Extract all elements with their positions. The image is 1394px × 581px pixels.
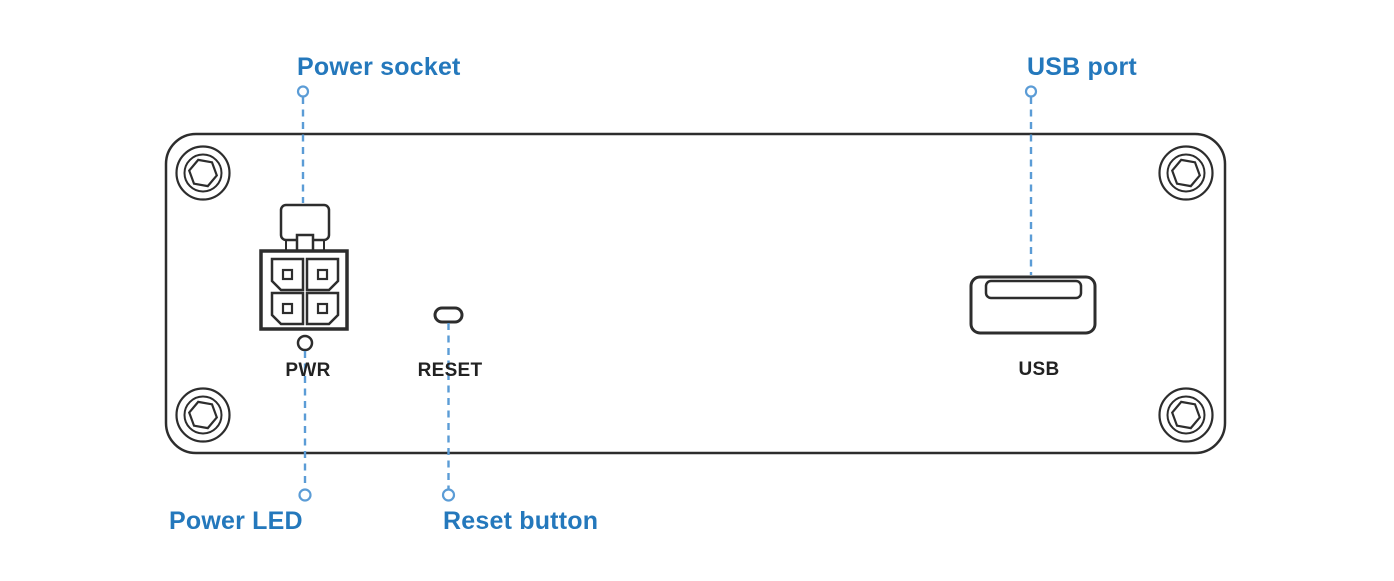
power-socket-callout-dot [296,85,310,98]
pwr-silkscreen-label: PWR [285,360,331,381]
power-led-callout-label: Power LED [169,507,303,535]
reset-silkscreen-label: RESET [417,360,483,381]
power-socket-callout-label: Power socket [297,53,461,81]
usb-silkscreen-label: USB [1018,359,1060,380]
reset-button-callout-label: Reset button [443,507,599,535]
reset-button-hole [433,306,464,324]
device-chassis-outline [164,132,1227,455]
reset-button-callout-dot [441,488,456,502]
usb-port-callout-label: USB port [1027,53,1137,81]
power-led-callout-dot [298,488,312,502]
power-led-indicator [296,334,314,352]
power-socket-connector [259,203,349,331]
usb-port-connector [969,275,1097,335]
usb-port-callout-dot [1024,85,1038,98]
